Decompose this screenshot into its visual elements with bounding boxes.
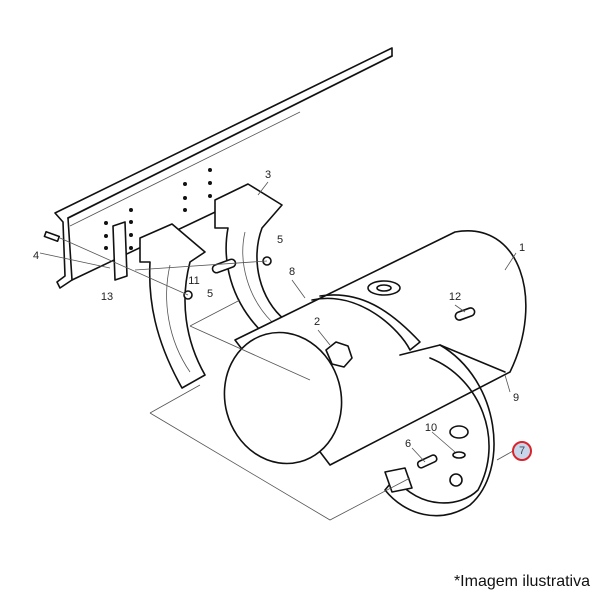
rail-holes [104, 168, 212, 250]
callout-8: 8 [288, 266, 296, 278]
callout-10: 10 [424, 422, 438, 434]
frame-rail [54, 47, 393, 289]
callout-5: 5 [276, 234, 284, 246]
callout-1: 1 [518, 242, 526, 254]
callout-3: 3 [264, 169, 272, 181]
strap-7 [311, 294, 495, 517]
fuel-tank [223, 230, 527, 466]
washer [449, 425, 469, 439]
pin-12 [454, 307, 476, 321]
bracket-left [139, 223, 206, 389]
plate-13 [112, 221, 128, 281]
pin-11 [211, 258, 237, 274]
callout-6: 6 [404, 438, 412, 450]
o-ring-10 [452, 451, 466, 459]
callout-13: 13 [100, 291, 114, 303]
nut-bottom [449, 473, 463, 487]
callout-5: 5 [206, 288, 214, 300]
callout-2: 2 [313, 316, 321, 328]
callout-12: 12 [448, 291, 462, 303]
leader-lines [39, 181, 517, 521]
callout-11: 11 [188, 275, 200, 287]
callout-9: 9 [512, 392, 520, 404]
bolt-4 [43, 230, 61, 243]
image-caption: *Imagem ilustrativa [453, 573, 590, 590]
callout-7-highlighted[interactable]: 7 [512, 441, 532, 461]
bolt-9 [439, 344, 506, 373]
pin-6 [416, 454, 438, 469]
callout-4: 4 [32, 250, 40, 262]
bracket-right [214, 183, 286, 333]
